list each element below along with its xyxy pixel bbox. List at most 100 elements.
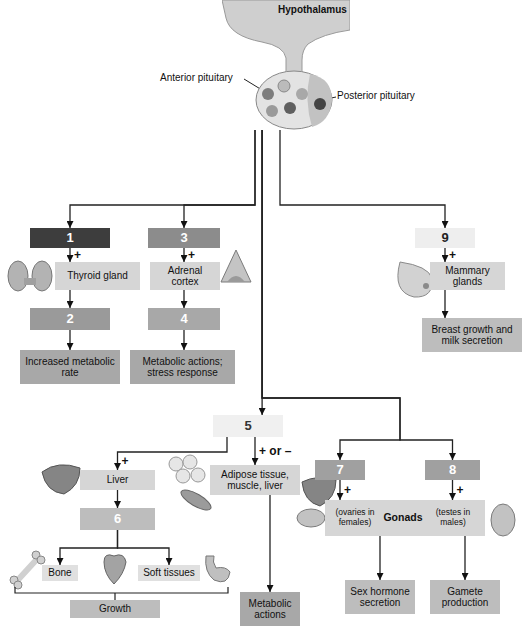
node-text: Mammary glands <box>433 265 502 287</box>
node-text: Gamete production <box>433 586 497 608</box>
target-box: (ovaries in females)Gonads(testes in mal… <box>325 500 485 536</box>
arrow-connector <box>444 248 445 262</box>
node-text: Gonads <box>380 512 426 524</box>
pituitary-shape <box>296 88 308 100</box>
target-box: Mammary glands <box>430 262 505 290</box>
node-text: 9 <box>441 231 448 246</box>
adipose-illustration <box>183 455 197 469</box>
mammary-illustration <box>423 283 429 289</box>
effect-box: Increased metabolic rate <box>20 350 120 384</box>
hormone-box: 6 <box>80 508 155 530</box>
pituitary-shape <box>262 88 274 100</box>
pituitary-shape <box>278 80 290 92</box>
edge-sign: + or – <box>259 445 291 457</box>
node-text: (ovaries in females) <box>330 508 380 527</box>
arrow-connector <box>184 130 255 228</box>
arrow-connector <box>280 130 445 228</box>
ovary-illustration <box>297 509 325 527</box>
arrow-connector <box>379 536 380 580</box>
arrow-connector <box>60 530 118 565</box>
node-text: Bone <box>48 567 71 578</box>
effect-box: Gamete production <box>430 580 500 614</box>
edge-sign: + <box>344 484 351 496</box>
node-text: 6 <box>114 512 121 527</box>
tissue-box: Bone <box>42 565 78 581</box>
hormone-box: 9 <box>415 228 475 248</box>
hypothalamus-pituitary-shape <box>222 0 350 130</box>
adipose-illustration <box>191 468 205 482</box>
hormone-box: 7 <box>315 460 365 480</box>
node-text: Soft tissues <box>143 567 195 578</box>
pituitary-shape <box>314 98 326 110</box>
stomach-illustration <box>206 556 230 582</box>
mammary-illustration <box>398 262 432 297</box>
node-text: Adrenal cortex <box>153 265 217 287</box>
edge-sign: + <box>188 249 195 261</box>
growth-bracket <box>15 587 228 600</box>
bone-illustration <box>16 558 38 582</box>
target-box: Liver <box>80 470 155 490</box>
tissue-box: Soft tissues <box>138 565 200 581</box>
adrenal-illustration <box>221 250 251 282</box>
node-text: Metabolic actions <box>243 598 297 620</box>
arrow-connector <box>262 130 452 460</box>
adipose-illustration <box>169 455 205 483</box>
effect-box: Breast growth and milk secretion <box>422 318 522 352</box>
hormone-box: 1 <box>30 228 110 248</box>
arrow-connector <box>70 130 255 228</box>
arrow-connector <box>262 130 400 460</box>
arrow-connector <box>464 536 465 580</box>
node-text: Sex hormone secretion <box>348 586 412 608</box>
muscle-illustration <box>178 486 213 513</box>
thyroid-illustration <box>24 278 36 285</box>
arrow-connector <box>117 490 118 508</box>
node-text: Liver <box>107 474 129 485</box>
node-text: 2 <box>66 312 73 327</box>
arrow-connector <box>183 290 184 308</box>
hormone-box: 3 <box>148 228 220 248</box>
heart-illustration <box>104 555 126 584</box>
node-text: Thyroid gland <box>67 270 128 281</box>
target-box: Adrenal cortex <box>150 262 220 290</box>
hormone-box: 8 <box>425 460 480 480</box>
edge-sign: + <box>122 455 129 467</box>
node-text: (testes in males) <box>426 508 480 527</box>
effect-box: Metabolic actions; stress response <box>130 350 235 384</box>
structure-label: Posterior pituitary <box>337 90 415 101</box>
liver-illustration <box>42 465 80 494</box>
pituitary-shape <box>256 71 332 129</box>
effect-box: Growth <box>70 600 160 618</box>
node-text: 5 <box>244 419 251 434</box>
thyroid-illustration <box>8 261 52 291</box>
pituitary-shape <box>222 0 350 74</box>
adrenal-illustration <box>227 276 245 282</box>
structure-label: Anterior pituitary <box>160 72 233 83</box>
adipose-illustration <box>176 469 190 483</box>
testis-illustration <box>491 504 515 536</box>
heart-illustration <box>104 555 126 584</box>
target-box: Adipose tissue, muscle, liver <box>210 465 300 495</box>
mammary-illustration <box>398 262 432 297</box>
liver-illustration <box>42 465 80 494</box>
testis-illustration <box>491 504 515 536</box>
node-text: Growth <box>99 603 131 614</box>
effect-box: Metabolic actions <box>240 592 300 626</box>
pituitary-shape <box>307 74 332 127</box>
node-text: Metabolic actions; stress response <box>133 356 232 378</box>
pituitary-illustration: Hypothalamus <box>222 0 350 130</box>
edge-sign: + <box>457 484 464 496</box>
node-text: 1 <box>66 231 73 246</box>
adrenal-illustration <box>221 250 251 282</box>
ovary-illustration <box>297 509 325 527</box>
node-text: Adipose tissue, muscle, liver <box>213 469 297 491</box>
bone-illustration <box>37 556 45 564</box>
pituitary-shape <box>284 102 296 114</box>
arrow-connector <box>269 495 270 592</box>
arrow-connector <box>69 248 70 262</box>
node-text: 7 <box>336 463 343 478</box>
hormone-box: 4 <box>148 308 220 330</box>
node-text: Breast growth and milk secretion <box>425 324 519 346</box>
node-text: Increased metabolic rate <box>23 356 117 378</box>
growth-bracket <box>15 587 228 600</box>
